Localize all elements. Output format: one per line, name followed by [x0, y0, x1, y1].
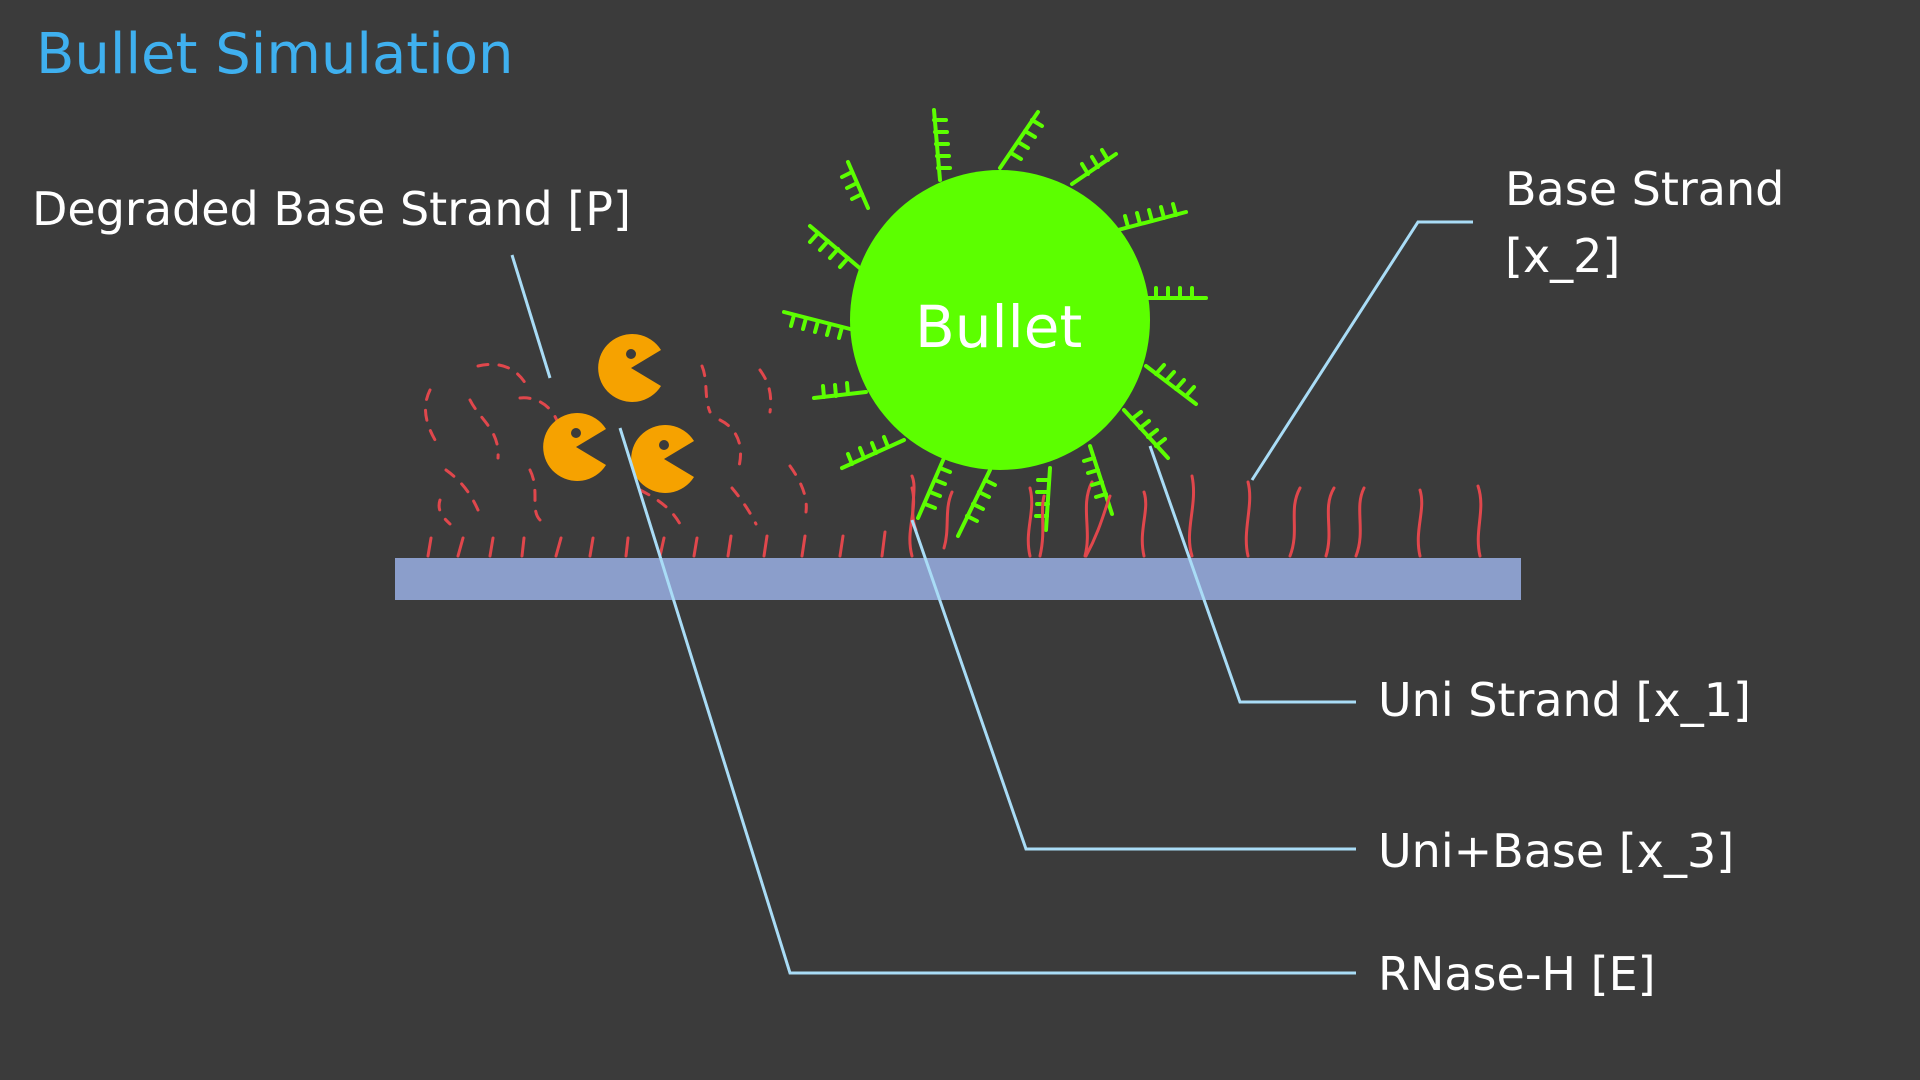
bullet-sphere	[850, 170, 1150, 470]
long-strand	[1140, 490, 1148, 558]
base-strand-label-line1: Base Strand	[1505, 162, 1785, 216]
strand-teeth	[1154, 363, 1196, 398]
hybrid-strand	[942, 490, 954, 550]
callout-uni	[1148, 445, 1356, 704]
degraded-strand-label: Degraded Base Strand [P]	[32, 182, 631, 236]
short-strand	[800, 534, 807, 558]
short-strand	[692, 536, 699, 558]
long-strand	[1324, 486, 1336, 558]
fragment	[718, 418, 743, 472]
callout-degraded	[510, 254, 552, 379]
fragment	[730, 486, 758, 526]
strand-teeth	[1130, 410, 1167, 448]
callout-rnase	[618, 427, 1356, 975]
pacman-icon	[598, 334, 661, 402]
pacman-icon	[631, 425, 694, 493]
long-strand	[1416, 488, 1424, 558]
fragment	[476, 363, 530, 390]
strand-teeth	[1034, 478, 1051, 518]
uni-strand	[1122, 408, 1170, 460]
fragment	[437, 498, 452, 526]
long-strand	[1354, 486, 1366, 558]
callout-base	[1250, 220, 1473, 481]
fragment	[700, 364, 712, 414]
strand-teeth	[840, 170, 864, 201]
fragment	[468, 398, 500, 460]
pacman-icon	[543, 413, 606, 481]
bullet-label: Bullet	[915, 293, 1083, 361]
strand-teeth	[1123, 202, 1178, 229]
fragment	[788, 464, 808, 514]
short-strand	[520, 536, 526, 558]
fragment	[423, 388, 442, 450]
strand-teeth	[821, 381, 850, 399]
hybrid-strands	[910, 474, 1112, 558]
callout-lines	[510, 220, 1473, 975]
strand-teeth	[932, 118, 952, 170]
rnase-label: RNase-H [E]	[1378, 947, 1656, 1001]
short-strand	[426, 536, 433, 558]
base-strand-label: Base Strand [x_2]	[1505, 156, 1784, 289]
short-strand	[488, 536, 495, 558]
short-strand	[658, 536, 666, 558]
long-strand	[1188, 474, 1196, 558]
short-strand	[880, 530, 887, 558]
callout-unibase	[910, 519, 1356, 851]
long-strand	[1288, 486, 1302, 558]
strand-teeth	[789, 313, 844, 340]
strand-teeth	[1009, 118, 1044, 161]
fragment	[528, 468, 542, 522]
uni-base-label: Uni+Base [x_3]	[1378, 824, 1735, 878]
base-strands	[426, 474, 1483, 558]
long-strand	[1026, 486, 1034, 558]
short-strand	[762, 534, 769, 558]
uni-strand	[1144, 364, 1198, 406]
short-strand	[554, 536, 563, 558]
long-strand	[1476, 484, 1483, 558]
short-strand	[456, 536, 465, 558]
strand-teeth	[846, 435, 890, 466]
short-strand	[726, 534, 733, 558]
strand-teeth	[965, 478, 997, 523]
strand-teeth	[1080, 148, 1110, 176]
long-strand	[1244, 480, 1252, 558]
page-title: Bullet Simulation	[36, 22, 514, 87]
short-strand	[838, 534, 845, 558]
bullet-strands	[782, 108, 1208, 538]
hybrid-strand	[1084, 494, 1112, 558]
uni-strand	[846, 160, 870, 210]
hybrid-strand	[1038, 494, 1046, 558]
uni-strand-label: Uni Strand [x_1]	[1378, 673, 1751, 727]
short-strand	[588, 536, 595, 558]
fragment	[444, 468, 480, 512]
degraded-fragments	[423, 363, 808, 526]
fragment	[758, 368, 773, 414]
strand-teeth	[1082, 456, 1108, 499]
short-strand	[624, 536, 630, 558]
uni-strand	[1044, 466, 1052, 532]
strand-teeth	[808, 231, 850, 269]
rnase-enzymes	[543, 334, 694, 493]
base-strand-label-line2: [x_2]	[1505, 228, 1621, 283]
strand-teeth	[1154, 286, 1194, 300]
substrate-surface	[395, 558, 1521, 600]
strand-teeth	[923, 466, 952, 510]
long-strand	[1083, 480, 1094, 558]
fragment	[638, 488, 682, 526]
